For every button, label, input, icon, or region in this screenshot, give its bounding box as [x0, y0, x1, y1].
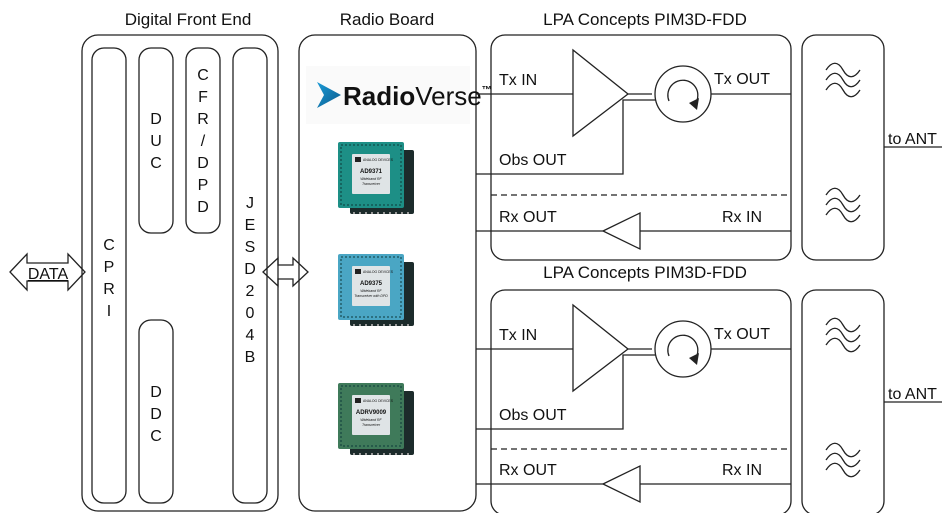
bandpass-filter-icon [825, 317, 861, 353]
dfe-letter-ddc: D [150, 406, 162, 423]
dfe-letter-jesd: 4 [246, 327, 255, 344]
chip-brand-text: ANALOG DEVICES [363, 158, 394, 162]
duc-block [138, 47, 174, 234]
rx-amplifier-2 [601, 464, 641, 504]
lpa-box-2 [490, 289, 792, 513]
chip-subtitle: Wideband RF [360, 177, 382, 181]
dfe-letter-cfr-dpd: / [201, 133, 206, 150]
dfe-box [81, 34, 279, 512]
obs-wire-2 [476, 354, 656, 430]
obs-out-label-2: Obs OUT [499, 407, 567, 424]
dfe-letter-cpri: R [103, 281, 115, 298]
bandpass-filter-icon [825, 62, 861, 98]
filter-symbols [825, 62, 861, 478]
chip-subtitle: Transceiver with DPD [354, 294, 388, 298]
tx-out-label-1: Tx OUT [714, 71, 770, 88]
chip-subtitle: Wideband RF [360, 418, 382, 422]
chip-part-number: ADRV9009 [356, 410, 387, 416]
tx-amplifier-1 [572, 48, 630, 138]
bandpass-filter-icon [825, 442, 861, 478]
cpri-block [91, 47, 127, 504]
lpa-title-1: LPA Concepts PIM3D-FDD [543, 10, 747, 29]
rx-amplifier-1 [601, 211, 641, 251]
jesd-link-arrow [262, 256, 309, 288]
dfe-letter-cfr-dpd: D [197, 199, 209, 216]
radio-board-box [298, 34, 477, 512]
dfe-letter-jesd: D [244, 261, 256, 278]
dfe-letter-jesd: 2 [246, 283, 255, 300]
dfe-letter-jesd: J [246, 195, 254, 212]
dfe-letter-duc: D [150, 111, 162, 128]
dfe-letter-duc: U [150, 133, 162, 150]
to-ant-label-2: to ANT [888, 386, 937, 403]
bandpass-filter-icon [825, 187, 861, 223]
rx-out-label-2: Rx OUT [499, 462, 557, 479]
obs-wire-1 [476, 99, 656, 175]
rx-out-label-1: Rx OUT [499, 209, 557, 226]
to-ant-label-1: to ANT [888, 131, 937, 148]
data-double-arrow [9, 252, 86, 292]
tx-out-label-2: Tx OUT [714, 326, 770, 343]
lpa-title-2: LPA Concepts PIM3D-FDD [543, 263, 747, 282]
chip-subtitle: Transceiver [362, 423, 381, 427]
dfe-letter-cpri: P [104, 259, 115, 276]
radio-board-title: Radio Board [340, 10, 435, 29]
circulator-arrow-icon-1 [667, 79, 699, 105]
dfe-letter-cfr-dpd: P [198, 177, 209, 194]
tx-in-label-1: Tx IN [499, 72, 537, 89]
chip-part-number: AD9375 [360, 281, 383, 287]
radioverse-text: RadioVerse™ [343, 81, 492, 111]
dfe-letter-cfr-dpd: F [198, 89, 208, 106]
dfe-letter-cpri: C [103, 237, 115, 254]
dfe-letter-ddc: C [150, 428, 162, 445]
radioverse-logo: RadioVerse™ [306, 66, 492, 124]
dfe-letter-cfr-dpd: C [197, 67, 209, 84]
chip-brand-text: ANALOG DEVICES [363, 399, 394, 403]
circulator-2 [654, 320, 712, 378]
dfe-title: Digital Front End [125, 10, 252, 29]
tx-in-label-2: Tx IN [499, 327, 537, 344]
data-label: DATA [28, 266, 69, 283]
chip-subtitle: Wideband RF [360, 289, 382, 293]
chip-subtitle: Transceiver [362, 182, 381, 186]
obs-out-label-1: Obs OUT [499, 152, 567, 169]
dfe-letter-jesd: B [245, 349, 256, 366]
dfe-letter-cfr-dpd: R [197, 111, 209, 128]
ddc-block [138, 319, 174, 504]
dfe-letter-duc: C [150, 155, 162, 172]
duplexer-box-2 [801, 289, 885, 513]
lpa-box-1 [490, 34, 792, 261]
chip-brand-text: ANALOG DEVICES [363, 270, 394, 274]
chip-part-number: AD9371 [360, 169, 383, 175]
dfe-letter-jesd: S [245, 239, 256, 256]
dfe-letter-jesd: 0 [246, 305, 255, 322]
rx-in-label-2: Rx IN [722, 462, 762, 479]
dfe-letter-cpri: I [107, 303, 111, 320]
dfe-letter-cfr-dpd: D [197, 155, 209, 172]
dfe-letter-ddc: D [150, 384, 162, 401]
cfr-dpd-block [185, 47, 221, 234]
circulator-arrow-icon-2 [667, 334, 699, 360]
circulator-1 [654, 65, 712, 123]
tx-amplifier-2 [572, 303, 630, 393]
rx-in-label-1: Rx IN [722, 209, 762, 226]
dfe-letter-jesd: E [245, 217, 256, 234]
radioverse-arrow-icon [317, 82, 341, 108]
